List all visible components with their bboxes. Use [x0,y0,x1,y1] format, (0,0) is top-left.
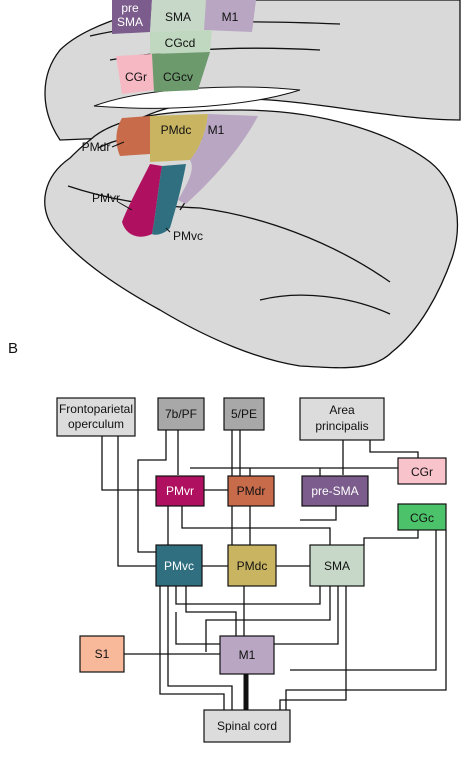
wire-pmvc-spinal-2 [167,586,233,710]
corpus-callosum [93,86,301,109]
label-spinal-cord: Spinal cord [217,719,277,733]
label-cgr-brain: CGr [125,70,147,84]
pmvr-leader [117,201,133,211]
wire-cgc-m1 [290,530,437,671]
node-sma: SMA [309,544,365,587]
node-pmdr: PMdr [227,475,275,507]
wire-pmvc-m1a [175,586,321,605]
label-cgcv: CGcv [163,70,193,84]
temporal-sulcus [259,294,391,315]
region-cgcd [150,30,212,54]
node-cgr: CGr [397,457,447,485]
node-5-pe: 5/PE [223,397,265,431]
label-5-pe: 5/PE [231,407,257,421]
wire-sma-spinal [279,586,347,710]
wire-pmvr-sma [181,506,331,545]
node-pmvr: PMvr [155,475,205,507]
wire-cgc-sma [363,530,419,545]
wire-pmvc-m1-side [175,612,220,645]
wire-sma-m1 [274,586,339,645]
node-pmdc: PMdc [227,544,277,587]
region-pmdr [116,116,150,156]
label-s1: S1 [95,647,110,661]
label-cgcd: CGcd [165,36,196,50]
label-pmvr: PMvr [166,484,194,498]
region-m1-lateral [178,114,258,204]
region-pmdc [150,114,208,162]
label-pmdr: PMdr [237,484,266,498]
region-sma [150,0,206,32]
node-m1: M1 [219,635,275,675]
label-m1-top: M1 [222,10,239,24]
label-pmvr-brain: PMvr [92,191,120,205]
region-cgcv [152,52,210,92]
node-pmvc: PMvc [155,544,203,587]
label-cgr: CGr [411,465,433,479]
wire-sma-grid [205,586,331,652]
wire-fpo-pmvc [117,436,156,567]
wire-presma-down [300,506,337,521]
brain-diagram: pre SMA SMA M1 CGcd CGr CGcv PMdr PMdc M… [44,0,461,369]
region-cgr [116,54,154,94]
label-pmdr-brain: PMdr [82,140,111,154]
region-pmvc [152,164,186,235]
label-presma-2: SMA [117,15,143,29]
label-area-principalis-2: principalis [315,419,368,433]
label-presma-1: pre [121,1,139,15]
label-m1: M1 [239,648,256,662]
label-frontoparietal-2: operculum [68,417,124,431]
wire-ap-cgr [369,440,419,458]
region-presma [112,0,152,34]
label-area-principalis-1: Area [329,403,355,417]
node-presma: pre-SMA [301,475,369,507]
label-m1-lateral: M1 [208,123,225,137]
panel-b-label: B [8,340,18,357]
label-presma: pre-SMA [311,484,358,498]
node-spinal-cord: Spinal cord [203,709,291,743]
label-pmvc: PMvc [164,559,194,573]
wire-pmvc-m1b [185,586,237,636]
node-area-principalis: Area principalis [299,397,385,441]
node-s1: S1 [79,635,125,673]
wire-fpo-pmvr [101,436,156,491]
label-frontoparietal-1: Frontoparietal [59,402,133,416]
label-pmvc-brain: PMvc [173,229,203,243]
wire-pmvc-spinal [159,586,225,710]
label-pmdc: PMdc [237,559,268,573]
node-cgc: CGc [397,503,447,531]
pmvc-leader [165,227,171,233]
label-cgc: CGc [410,511,434,525]
label-sma-top: SMA [165,10,191,24]
label-7b-pf: 7b/PF [165,407,197,421]
label-sma: SMA [324,559,350,573]
pmdr-leader [111,141,125,148]
node-7b-pf: 7b/PF [157,397,205,431]
region-pmvr [122,164,162,237]
wire-pf-pmvc [137,430,167,553]
lateral-sulcus [67,185,391,283]
node-frontoparietal: Frontoparietal operculum [56,397,136,437]
label-pmdc-brain: PMdc [161,123,192,137]
region-m1-top [204,0,256,32]
connection-wires [101,430,447,710]
